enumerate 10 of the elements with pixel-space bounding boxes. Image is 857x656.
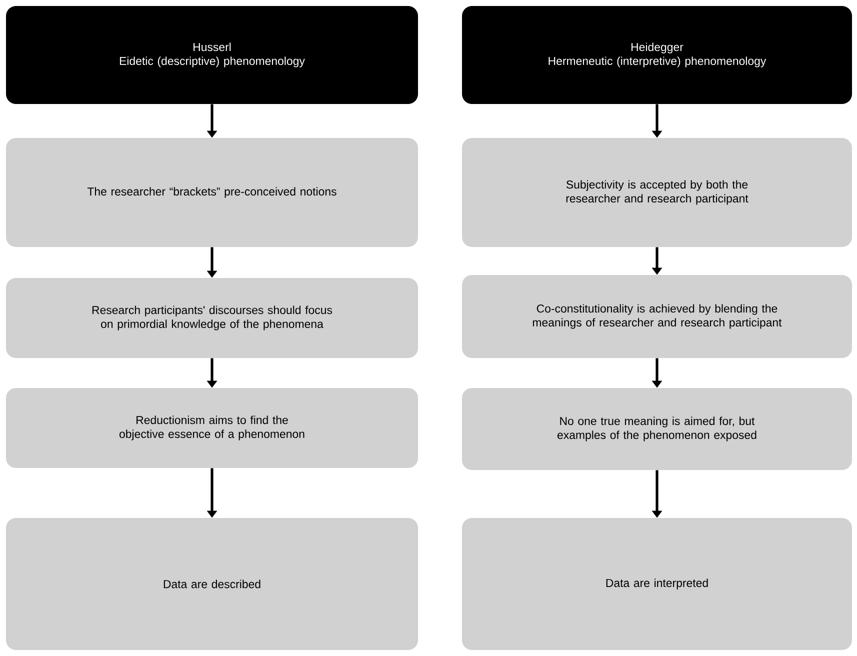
header-box: Husserl Eidetic (descriptive) phenomenology bbox=[6, 6, 418, 104]
process-box: Research participants' discourses should focus on primordial knowledge of the phenomena bbox=[6, 278, 418, 358]
process-box: Co-constitutionality is achieved by blending the meanings of researcher and research participant bbox=[462, 275, 852, 358]
process-box: Data are interpreted bbox=[462, 518, 852, 650]
process-box: No one true meaning is aimed for, but examples of the phenomenon exposed bbox=[462, 388, 852, 470]
header-box: Heidegger Hermeneutic (interpretive) phenomenology bbox=[462, 6, 852, 104]
process-box: Reductionism aims to find the objective essence of a phenomenon bbox=[6, 388, 418, 468]
process-box: The researcher “brackets” pre-conceived notions bbox=[6, 138, 418, 247]
process-box: Subjectivity is accepted by both the researcher and research participant bbox=[462, 138, 852, 247]
process-box: Data are described bbox=[6, 518, 418, 650]
